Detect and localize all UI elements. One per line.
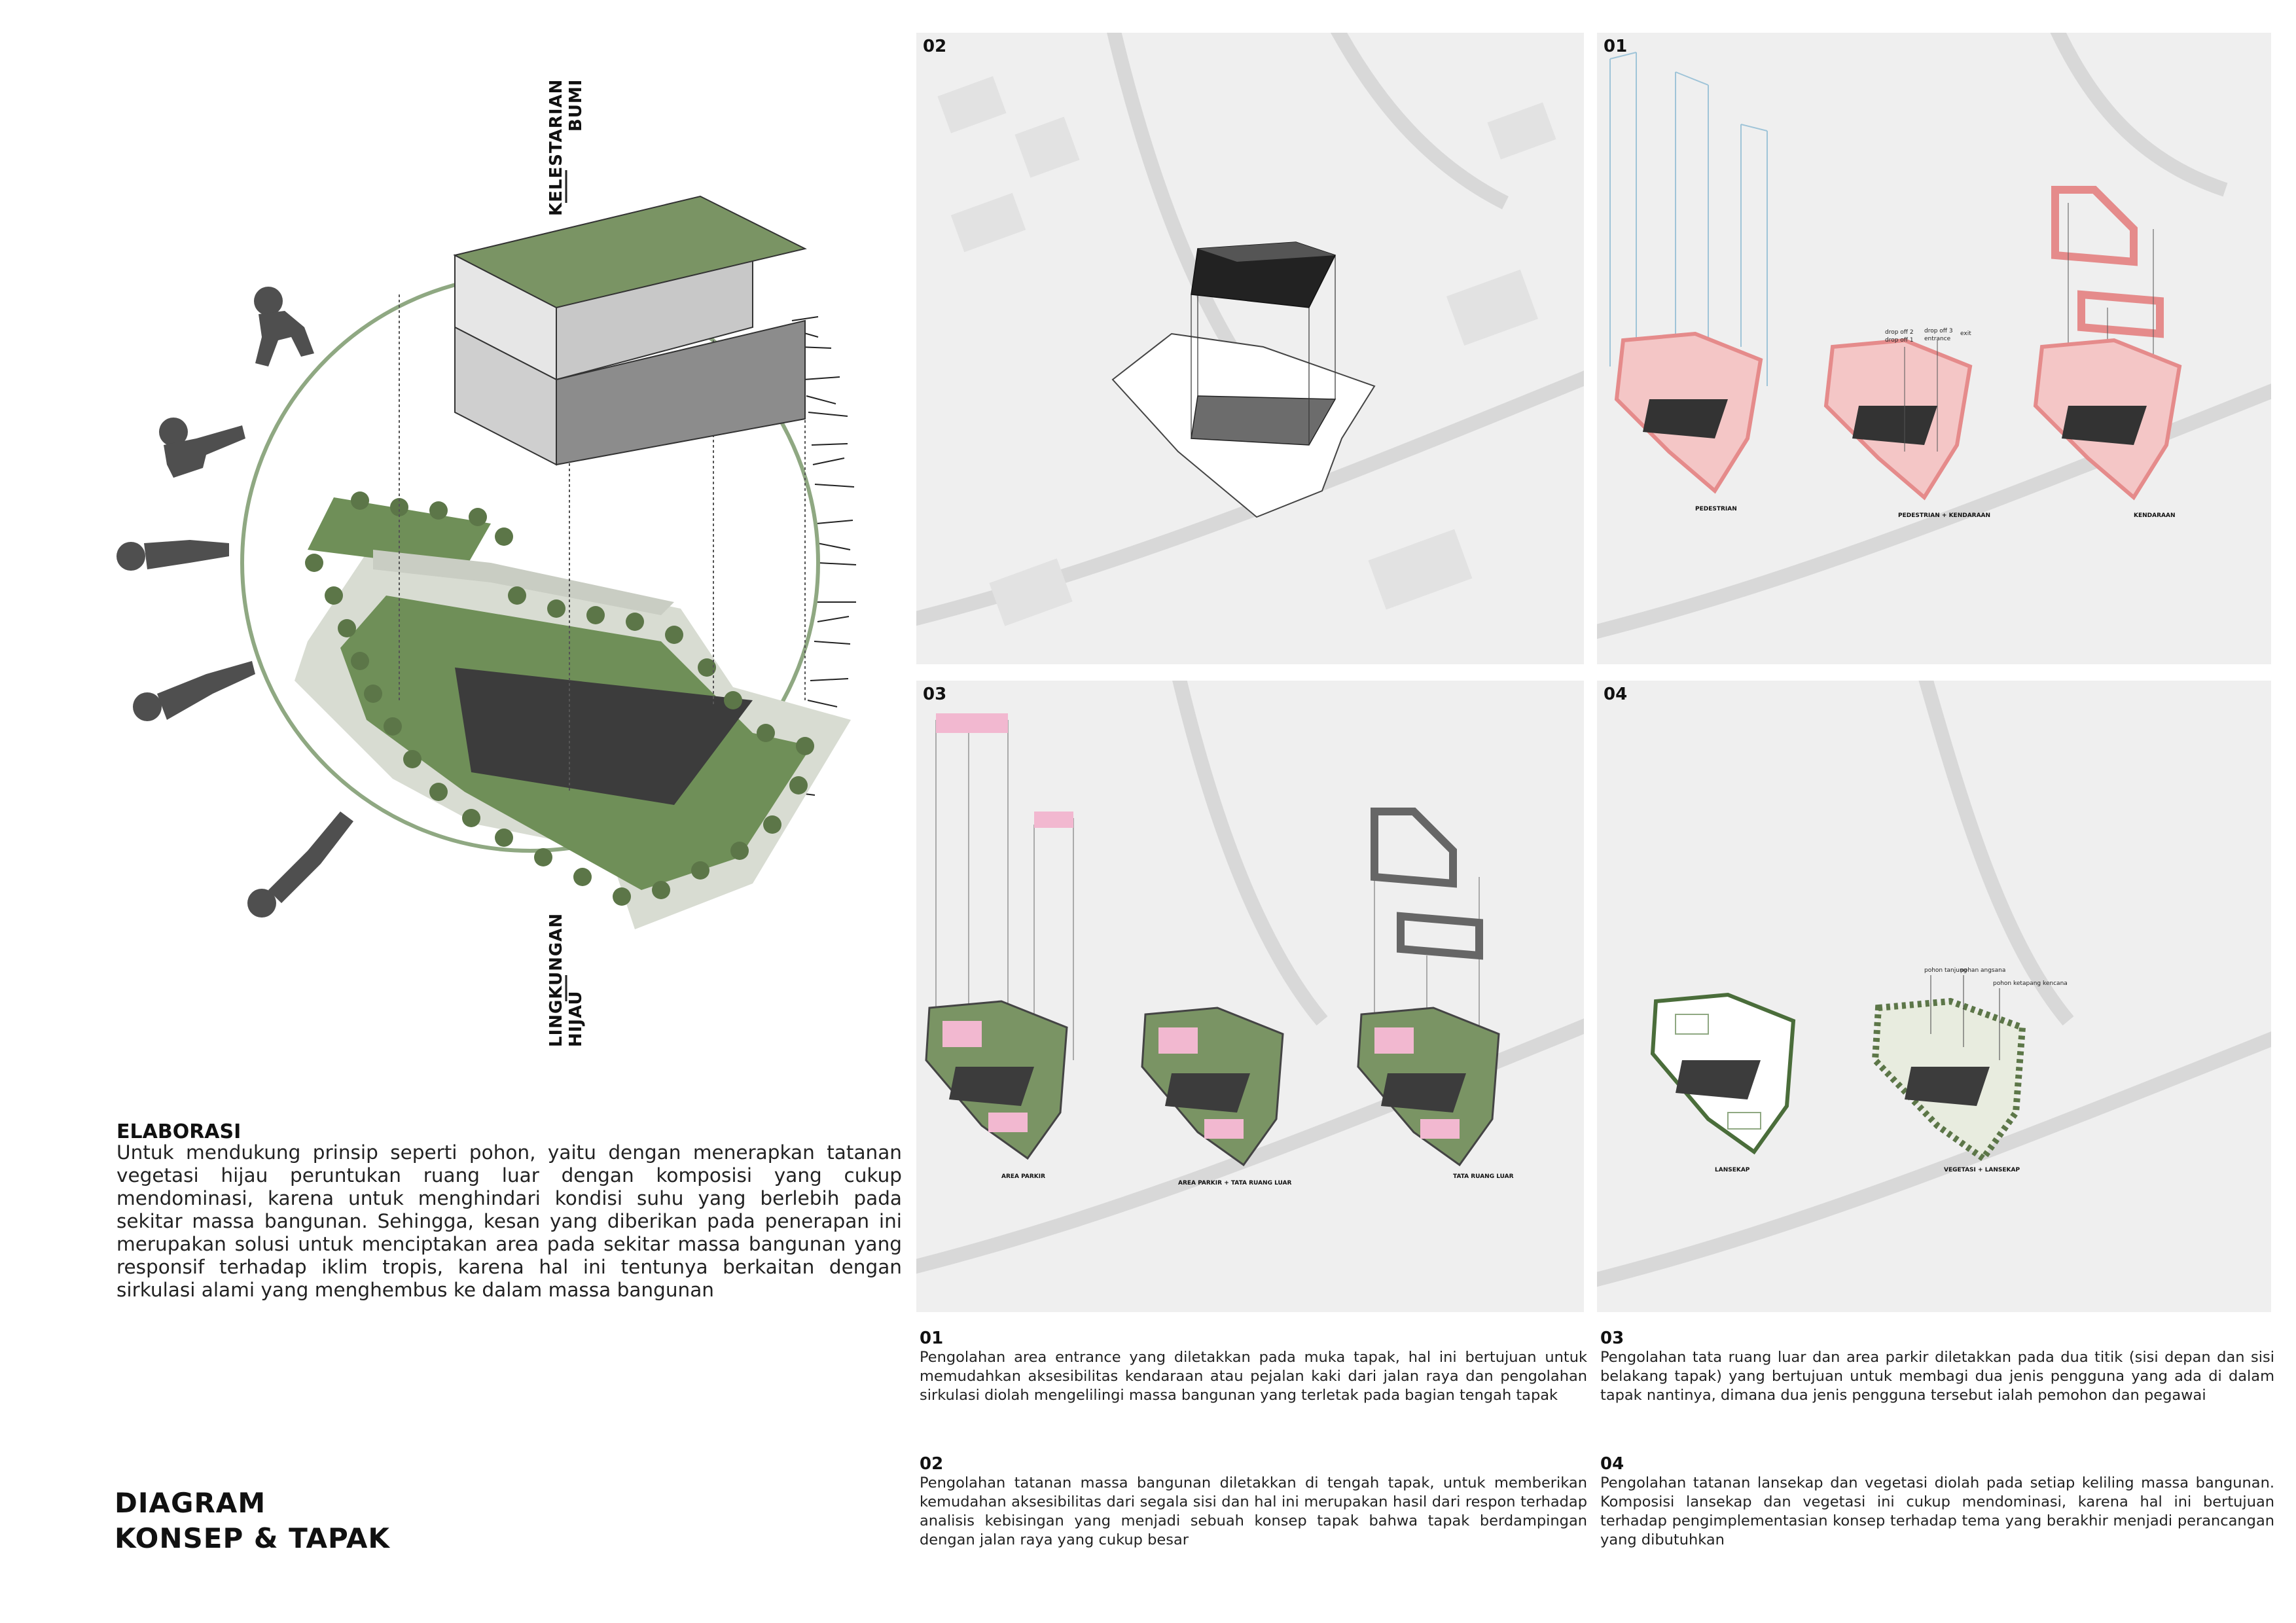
grass-fringe	[788, 316, 857, 796]
note-drop-off-2: drop off 2	[1885, 329, 1914, 336]
page-title-line2: KONSEP & TAPAK	[115, 1522, 390, 1554]
panel-03: 03 AREA PARKIR AREA PARKIR + TATA RUANG …	[916, 681, 1584, 1312]
tree-border	[305, 491, 814, 906]
parking-variant-tata-ruang-luar: TATA RUANG LUAR	[1357, 808, 1514, 1180]
label-lansekap: LANSEKAP	[1715, 1167, 1750, 1173]
panel-number: 03	[923, 685, 947, 704]
label-top-line2: BUMI	[566, 79, 586, 132]
label-pedestrian: PEDESTRIAN	[1695, 506, 1737, 512]
elaborasi-body: Untuk mendukung prinsip seperti pohon, y…	[117, 1141, 902, 1301]
map-roads	[1597, 681, 2271, 1287]
note-pohan-angsana: pohan angsana	[1960, 967, 2005, 974]
concept-diagram: KELESTARIAN BUMI LINGKUNGAN HIJAU	[98, 39, 916, 1060]
panel-03-drawing: AREA PARKIR AREA PARKIR + TATA RUANG LUA…	[916, 681, 1584, 1274]
panel-01-drawing: PEDESTRIAN drop off 2 drop off 1 drop of…	[1597, 33, 2271, 639]
panel-number: 04	[1604, 685, 1628, 704]
desc-02-number: 02	[920, 1454, 944, 1474]
map-blocks	[937, 76, 1556, 626]
panel-04: 04 LANSEKAP pohon tanjung pohan angsana …	[1597, 681, 2271, 1312]
desc-03-text: Pengolahan tata ruang luar dan area park…	[1600, 1349, 2274, 1404]
panel-number: 01	[1604, 37, 1628, 56]
desc-03-number: 03	[1600, 1329, 1624, 1348]
note-pohon-ketapang: pohon ketapang kencana	[1993, 980, 2068, 987]
desc-02-text: Pengolahan tatanan massa bangunan dileta…	[920, 1474, 1587, 1548]
landscape-variant-vegetasi: pohon tanjung pohan angsana pohon ketapa…	[1871, 967, 2068, 1173]
concept-illustration	[117, 170, 857, 1001]
panel-04-drawing: LANSEKAP pohon tanjung pohan angsana poh…	[1597, 681, 2271, 1287]
site-plane	[295, 497, 851, 929]
desc-01-number: 01	[920, 1329, 944, 1348]
note-pohon-tanjung: pohon tanjung	[1924, 967, 1967, 974]
label-tata-ruang-luar: TATA RUANG LUAR	[1453, 1173, 1514, 1180]
building-mass-box	[453, 195, 807, 466]
site-outline	[1111, 241, 1376, 518]
label-lingkungan-hijau: LINGKUNGAN HIJAU	[547, 913, 586, 1047]
label-kendaraan: KENDARAAN	[2134, 512, 2175, 519]
desc-04-number: 04	[1600, 1454, 1624, 1474]
label-bottom-line2: HIJAU	[566, 990, 586, 1047]
note-entrance: entrance	[1924, 336, 1951, 342]
label-area-parkir: AREA PARKIR	[1001, 1173, 1045, 1180]
page-title-line1: DIAGRAM	[115, 1487, 266, 1519]
panel-02-drawing	[916, 33, 1584, 626]
panel-number: 02	[923, 37, 947, 56]
label-vegetasi-lansekap: VEGETASI + LANSEKAP	[1944, 1167, 2020, 1173]
desc-01-text: Pengolahan area entrance yang diletakkan…	[920, 1349, 1587, 1404]
circulation-variant-mixed: drop off 2 drop off 1 drop off 3 entranc…	[1823, 328, 1990, 519]
walking-figures-icon	[117, 287, 353, 918]
circulation-variant-vehicle: KENDARAAN	[2033, 186, 2182, 519]
elaborasi-heading: ELABORASI	[117, 1120, 242, 1143]
note-drop-off-3: drop off 3	[1924, 328, 1953, 334]
label-bottom-line1: LINGKUNGAN	[547, 912, 566, 1047]
page-title: DIAGRAM KONSEP & TAPAK	[115, 1486, 390, 1556]
label-area-parkir-tata-ruang-luar: AREA PARKIR + TATA RUANG LUAR	[1178, 1180, 1292, 1186]
note-drop-off-1: drop off 1	[1885, 337, 1914, 344]
parking-variant-area-parkir: AREA PARKIR	[925, 713, 1074, 1180]
desc-04-text: Pengolahan tatanan lansekap dan vegetasi…	[1600, 1474, 2274, 1548]
note-exit: exit	[1960, 330, 1971, 337]
panel-02: 02	[916, 33, 1584, 664]
label-pedestrian-kendaraan: PEDESTRIAN + KENDARAAN	[1898, 512, 1990, 519]
parking-variant-combined: AREA PARKIR + TATA RUANG LUAR	[1141, 1007, 1292, 1186]
landscape-variant-lansekap: LANSEKAP	[1650, 992, 1796, 1173]
label-top-line1: KELESTARIAN	[547, 79, 566, 216]
panel-01: 01 PEDESTRIAN drop off 2 drop off 1 drop…	[1597, 33, 2271, 664]
circulation-variant-pedestrian: PEDESTRIAN	[1609, 52, 1768, 512]
label-kelestarian-bumi: KELESTARIAN BUMI	[547, 79, 586, 216]
